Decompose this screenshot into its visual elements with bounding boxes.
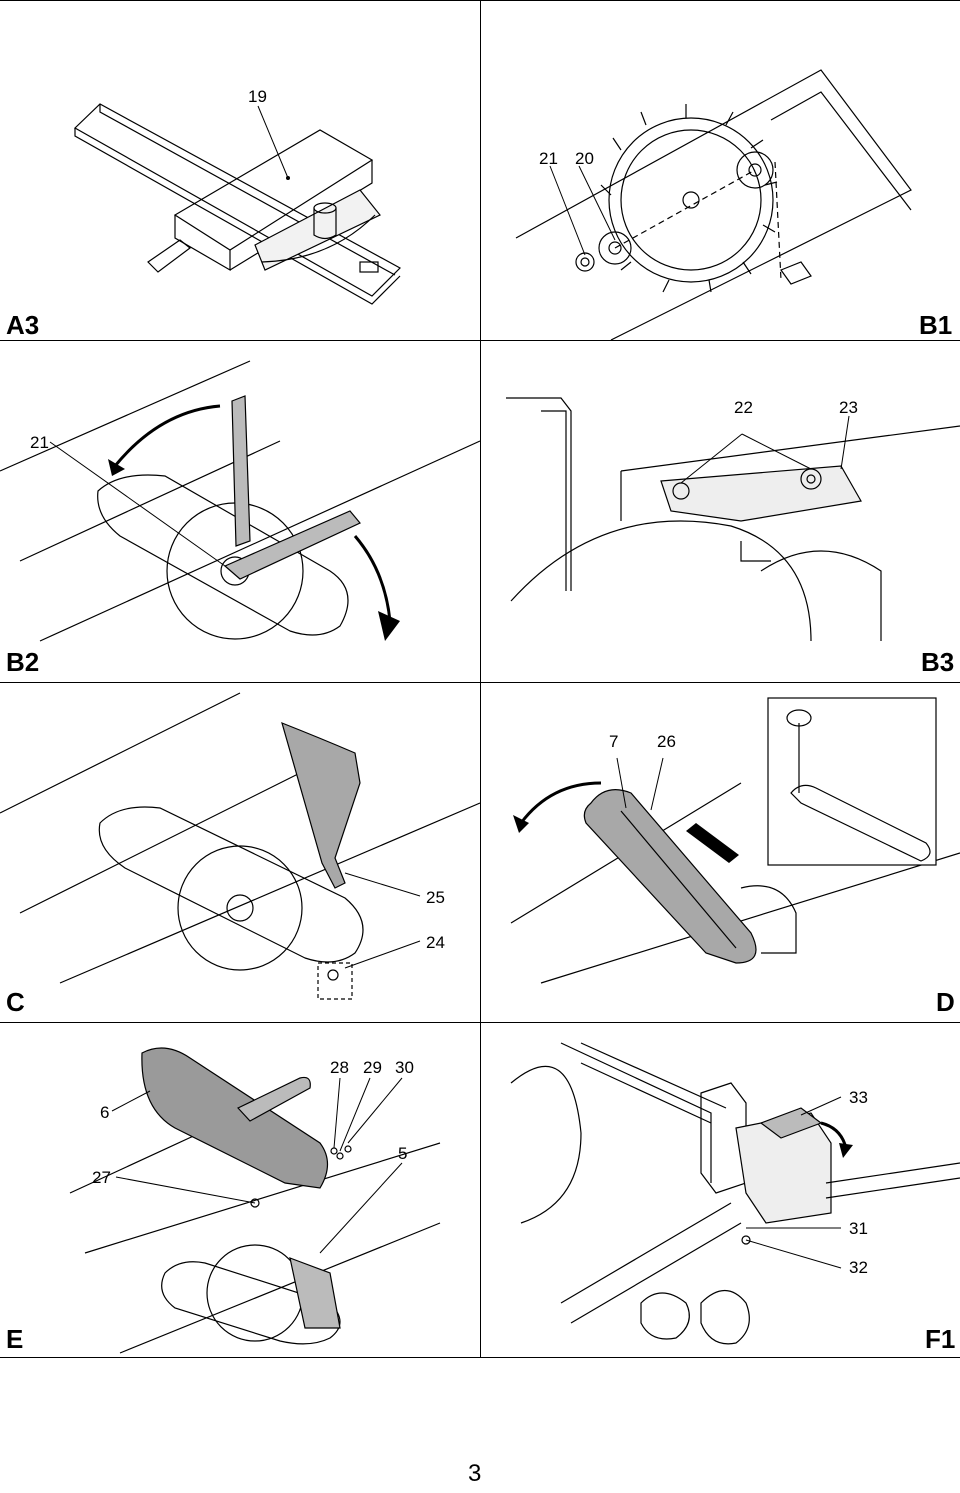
callout-21: 21 <box>539 149 558 168</box>
panel-c: 25 24 C <box>0 683 480 1022</box>
table-insert-illustration <box>510 697 960 984</box>
panel-a3: 19 A3 <box>0 0 480 340</box>
panel-b2: 21 B2 <box>0 341 480 682</box>
mitre-gauge-illustration <box>74 103 401 305</box>
blade-flange-illustration <box>515 69 912 340</box>
grid-line-center <box>480 0 481 1358</box>
callout-25: 25 <box>426 888 445 907</box>
panel-label-d: D <box>936 987 955 1017</box>
callout-21-b2: 21 <box>30 433 49 452</box>
callout-7: 7 <box>609 732 619 751</box>
callout-31: 31 <box>849 1219 868 1238</box>
panel-b1: 21 20 B1 <box>481 0 960 340</box>
callout-29: 29 <box>363 1058 382 1077</box>
callout-33: 33 <box>849 1088 868 1107</box>
panel-b3: 22 23 B3 <box>481 341 960 682</box>
rip-fence-illustration <box>510 1042 960 1345</box>
callout-26: 26 <box>657 732 676 751</box>
panel-label-b1: B1 <box>919 310 953 340</box>
riving-knife-install-illustration <box>0 692 480 1000</box>
panel-label-f1: F1 <box>925 1324 956 1354</box>
callout-20: 20 <box>575 149 594 168</box>
panel-label-c: C <box>6 987 25 1017</box>
callout-5: 5 <box>398 1144 408 1163</box>
panel-label-b2: B2 <box>6 647 40 677</box>
panel-e: 28 29 30 6 5 27 E <box>0 1023 480 1357</box>
callout-28: 28 <box>330 1058 349 1077</box>
callout-22: 22 <box>734 398 753 417</box>
spanner-removal-illustration <box>0 360 480 642</box>
callout-19: 19 <box>248 87 267 106</box>
panel-label-a3: A3 <box>6 310 40 340</box>
callout-27: 27 <box>92 1168 111 1187</box>
callout-24: 24 <box>426 933 445 952</box>
panel-d: 7 26 D <box>481 683 960 1022</box>
panel-label-b3: B3 <box>921 647 955 677</box>
callout-6: 6 <box>100 1103 110 1122</box>
panel-f1: 33 31 32 F1 <box>481 1023 960 1357</box>
panel-label-e: E <box>6 1324 24 1354</box>
callout-32: 32 <box>849 1258 868 1277</box>
riving-knife-bracket-illustration <box>506 397 960 642</box>
page-number: 3 <box>468 1460 482 1487</box>
callout-30: 30 <box>395 1058 414 1077</box>
figure-grid: 19 A3 <box>0 0 960 1358</box>
callout-23: 23 <box>839 398 858 417</box>
blade-guard-illustration <box>69 1047 441 1354</box>
